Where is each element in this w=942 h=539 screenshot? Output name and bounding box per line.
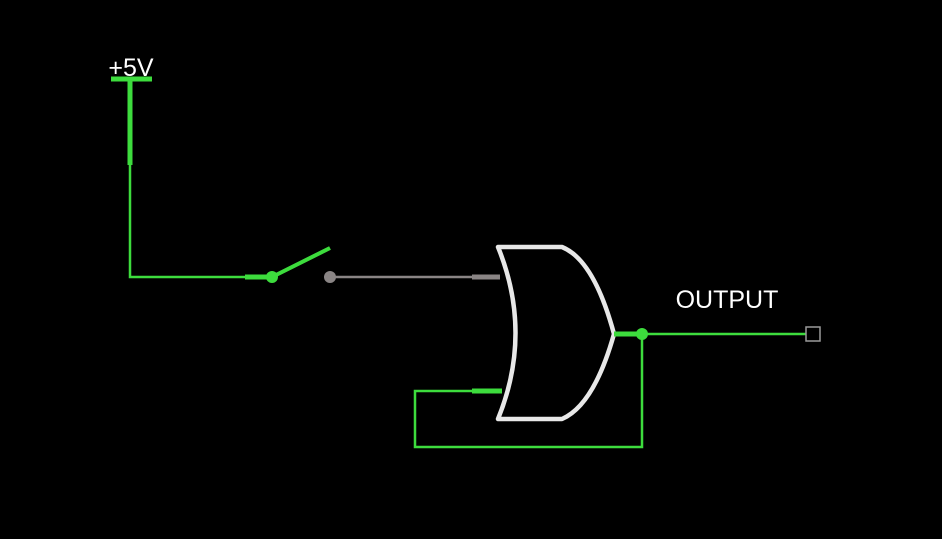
output-label: OUTPUT [676,286,779,314]
power-source: +5V [108,54,154,165]
switch-blade[interactable] [271,246,331,279]
supply-label: +5V [108,54,154,82]
supply-wire [128,165,245,279]
output-terminal-icon[interactable] [805,326,821,342]
switch[interactable] [266,246,336,283]
or-gate[interactable] [495,244,617,422]
feedback-wire [413,334,644,449]
